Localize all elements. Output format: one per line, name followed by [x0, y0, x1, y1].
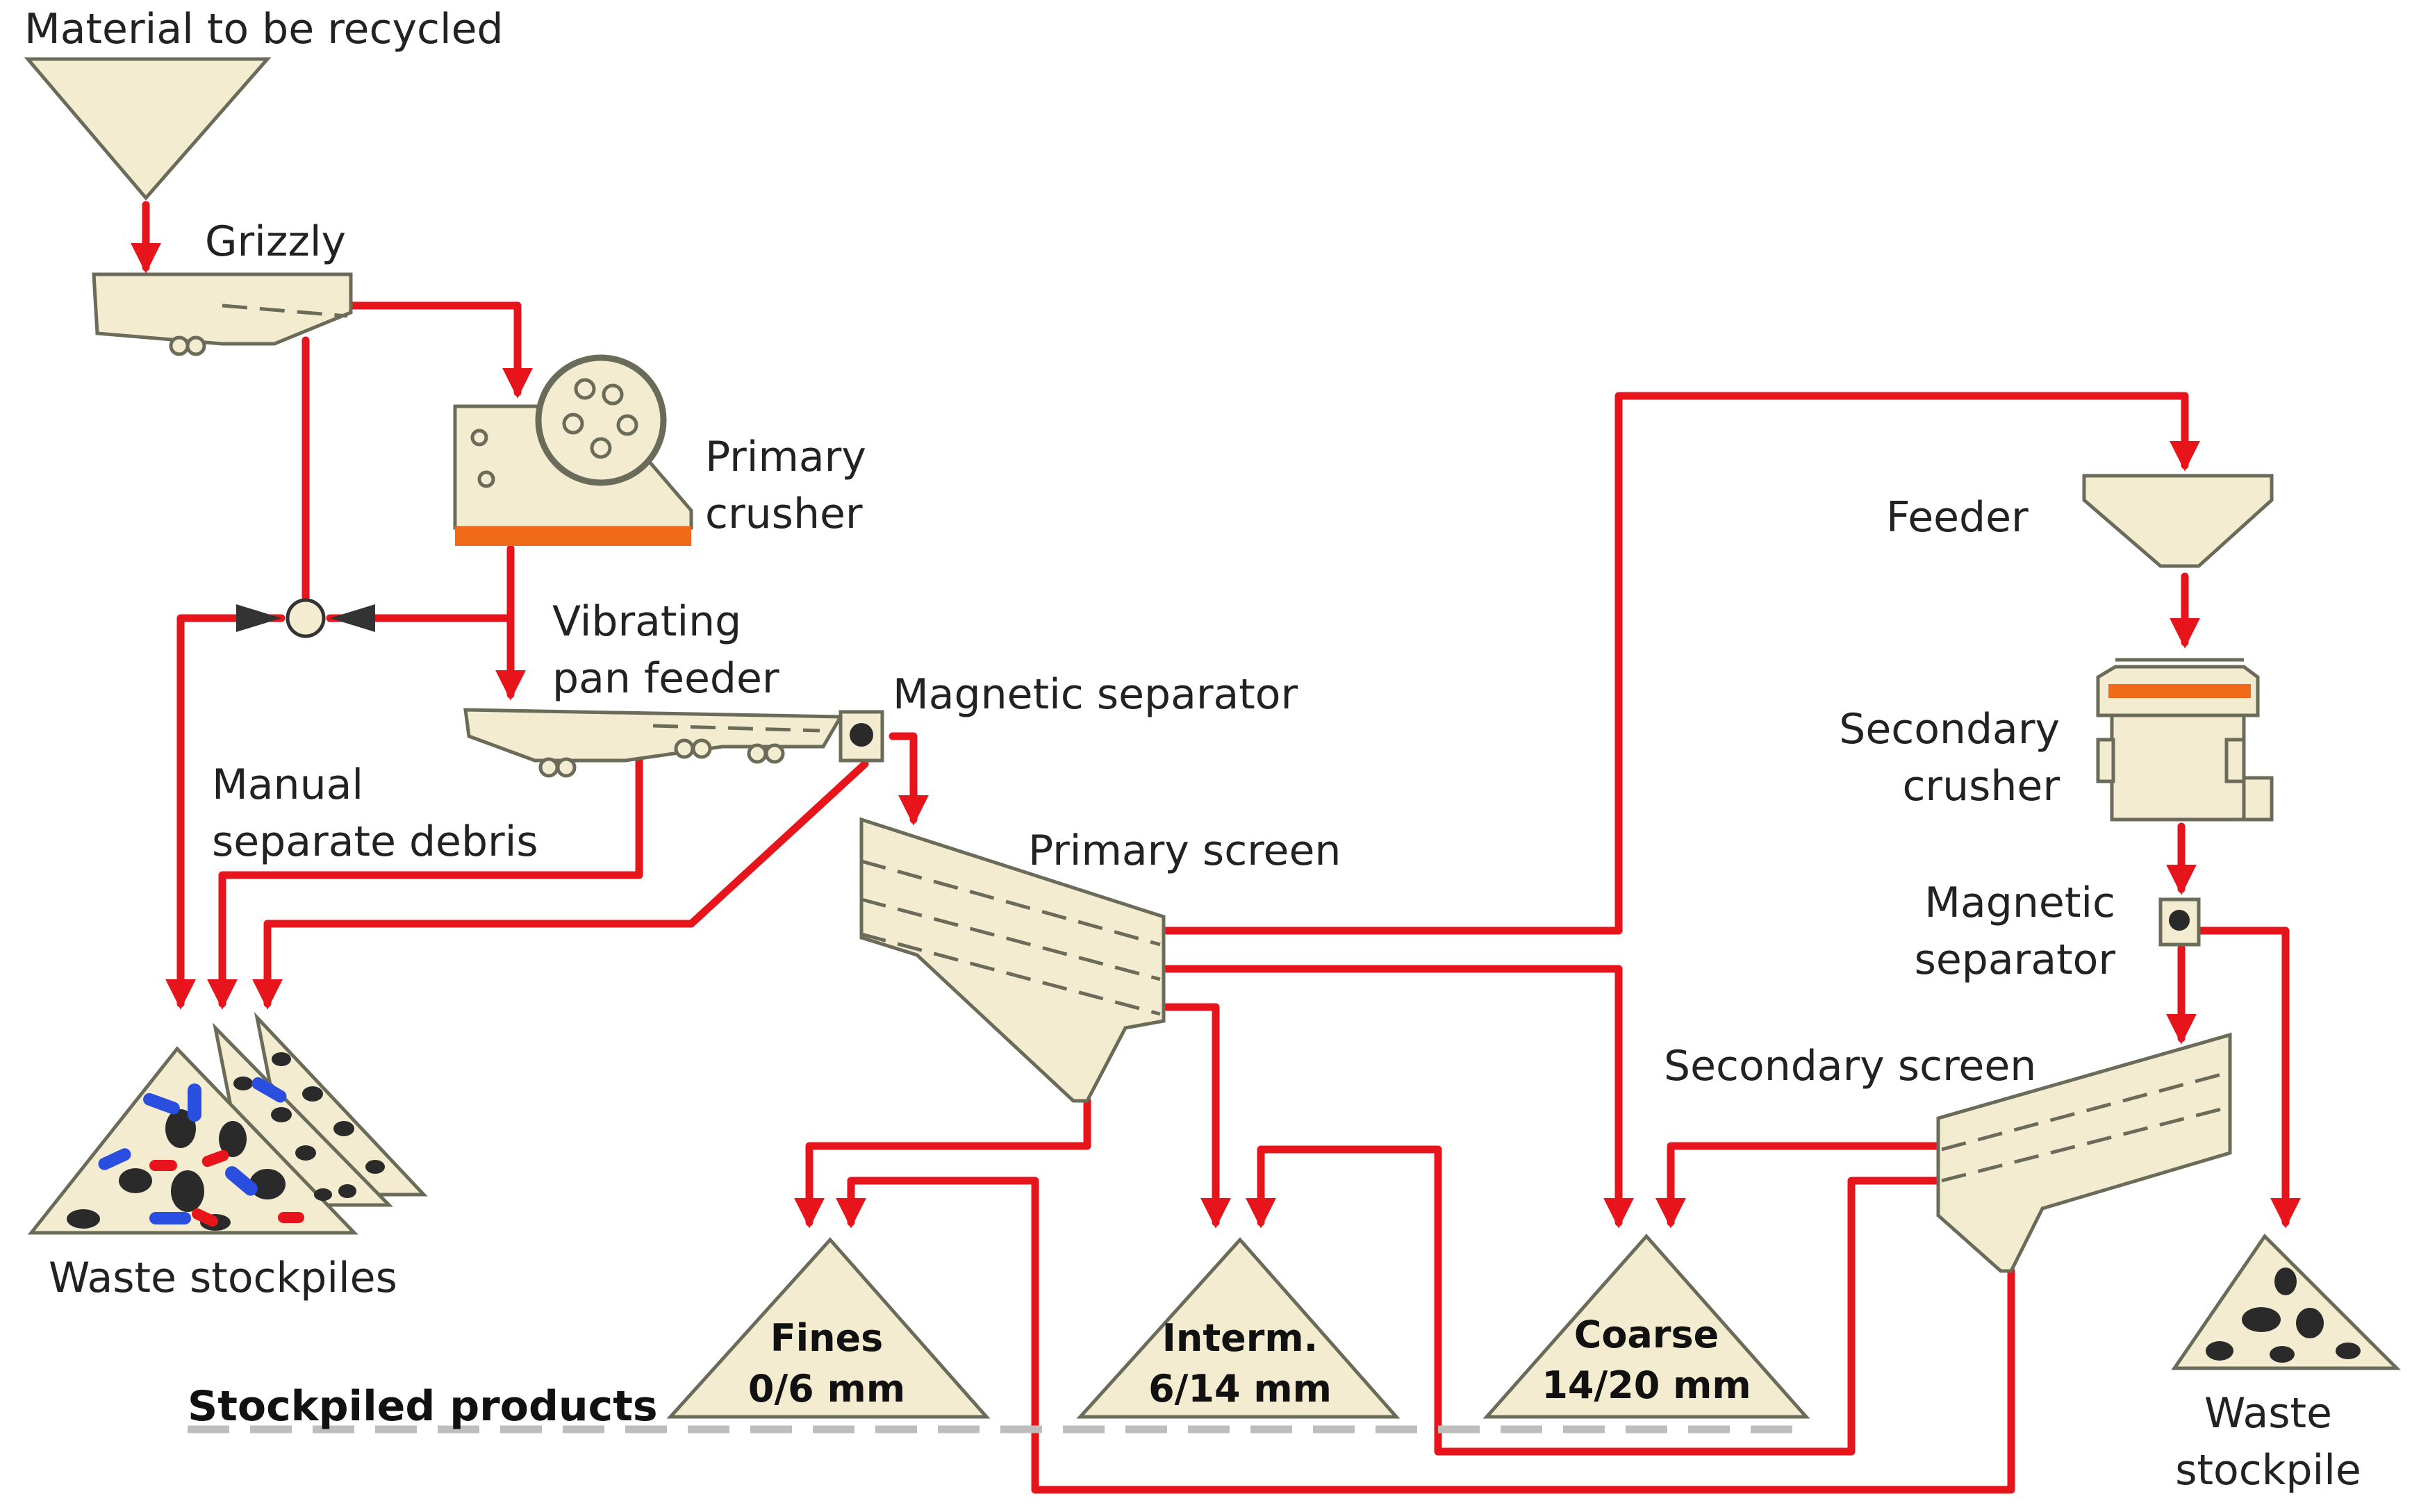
label-material: Material to be recycled	[24, 5, 504, 53]
junction-valve	[236, 598, 375, 638]
label-magnetic-2-1: Magnetic	[1924, 879, 2115, 927]
product-fines-name: Fines	[770, 1316, 884, 1360]
label-manual-2: separate debris	[212, 817, 538, 866]
grizzly	[92, 272, 353, 356]
label-primary-crusher-1: Primary	[705, 433, 866, 481]
label-magnetic-2-2: separator	[1915, 936, 2116, 984]
label-grizzly: Grizzly	[205, 217, 346, 266]
label-feeder: Feeder	[1886, 493, 2029, 542]
flow-lines	[131, 201, 2301, 1494]
product-coarse-name: Coarse	[1574, 1313, 1719, 1356]
label-waste-stockpile-1: Waste	[2204, 1389, 2332, 1438]
stockpile-coarse	[1482, 1233, 1810, 1419]
label-secondary-screen: Secondary screen	[1664, 1042, 2036, 1090]
stockpile-fines	[666, 1237, 991, 1419]
primary-screen	[859, 817, 1166, 1103]
waste-stockpiles-left	[27, 1011, 428, 1235]
input-hopper	[24, 57, 272, 201]
secondary-crusher	[2096, 658, 2274, 822]
label-magnetic-separator: Magnetic separator	[893, 670, 1298, 719]
vibrating-pan-feeder	[463, 708, 844, 778]
product-fines-size: 0/6 mm	[748, 1367, 905, 1411]
primary-crusher	[453, 354, 693, 546]
product-interm-name: Interm.	[1162, 1316, 1318, 1360]
label-stockpiled-products: Stockpiled products	[188, 1382, 658, 1431]
magnetic-separator-2	[2158, 897, 2201, 947]
secondary-screen	[1936, 1032, 2232, 1273]
waste-stockpile-right	[2171, 1233, 2402, 1370]
label-primary-crusher-2: crusher	[705, 490, 863, 538]
product-interm-size: 6/14 mm	[1148, 1367, 1332, 1411]
label-waste-stockpile-2: stockpile	[2175, 1446, 2361, 1495]
label-waste-stockpiles: Waste stockpiles	[49, 1254, 397, 1302]
label-vibrating-2: pan feeder	[552, 654, 779, 703]
label-primary-screen: Primary screen	[1028, 826, 1341, 875]
stockpile-interm	[1076, 1237, 1401, 1419]
label-secondary-crusher-2: crusher	[1902, 762, 2060, 811]
magnetic-separator-1	[839, 710, 884, 763]
product-coarse-size: 14/20 mm	[1542, 1363, 1751, 1407]
feeder-hopper	[2082, 474, 2274, 568]
label-manual-1: Manual	[212, 761, 363, 809]
label-secondary-crusher-1: Secondary	[1839, 705, 2060, 754]
label-vibrating-1: Vibrating	[552, 597, 741, 646]
